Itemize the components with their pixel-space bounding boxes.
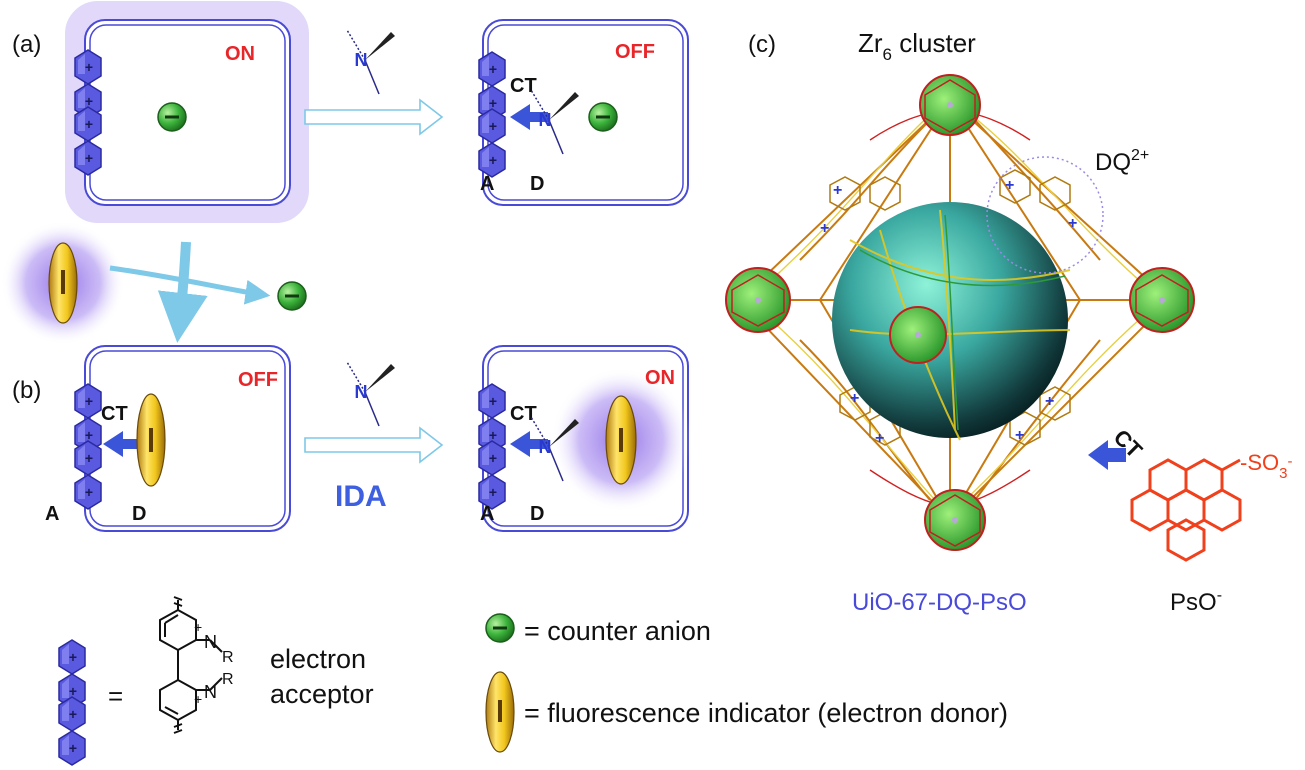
ct-label-b2: CT bbox=[510, 403, 537, 425]
legend: = + N R + N R electron acceptor = counte… bbox=[58, 596, 1008, 766]
legend-acceptor-line1: electron bbox=[270, 644, 366, 674]
panel-b-on-box: CT ON A D bbox=[478, 345, 691, 532]
ida-label: IDA bbox=[335, 480, 387, 513]
panel-a-off-box: CT OFF A D bbox=[478, 19, 689, 206]
counter-anion-icon bbox=[157, 102, 187, 132]
so3-label: -SO3- bbox=[1240, 450, 1292, 482]
legend-struct-plus-1: + bbox=[194, 619, 202, 635]
donor-letter-b2: D bbox=[530, 503, 544, 525]
svg-text:+: + bbox=[1015, 427, 1024, 444]
legend-struct-r-2: R bbox=[222, 671, 234, 688]
acceptor-letter: A bbox=[480, 173, 494, 195]
panel-b-arrow: IDA bbox=[304, 361, 444, 513]
legend-acceptor-line2: acceptor bbox=[270, 679, 374, 709]
zr6-cluster-label: Zr6 cluster bbox=[858, 28, 976, 64]
pso-label: PsO- bbox=[1170, 587, 1222, 616]
mof-name-label: UiO-67-DQ-PsO bbox=[852, 589, 1027, 616]
legend-anion-text: = counter anion bbox=[524, 616, 711, 646]
panel-a-arrow bbox=[304, 29, 444, 136]
svg-text:+: + bbox=[875, 430, 884, 447]
panel-a-label: (a) bbox=[12, 31, 41, 58]
legend-anion-icon bbox=[485, 613, 515, 643]
mof-structure: + + + + + + + + bbox=[725, 74, 1292, 616]
pso-molecule-icon bbox=[1130, 458, 1242, 562]
legend-indicator-text: = fluorescence indicator (electron donor… bbox=[524, 698, 1008, 728]
state-on-a: ON bbox=[225, 43, 255, 65]
ct-arrow bbox=[510, 104, 548, 130]
pore-sphere bbox=[832, 202, 1068, 438]
legend-struct-n-1: N bbox=[204, 632, 217, 652]
donor-letter-b: D bbox=[132, 503, 146, 525]
svg-text:+: + bbox=[1005, 177, 1014, 194]
svg-text:+: + bbox=[833, 182, 842, 199]
state-on-b: ON bbox=[645, 367, 675, 389]
acceptor-letter-b: A bbox=[45, 503, 59, 525]
ct-arrow-c bbox=[1088, 440, 1126, 470]
ct-label: CT bbox=[510, 75, 537, 97]
state-off-a: OFF bbox=[615, 41, 655, 63]
svg-text:+: + bbox=[1045, 393, 1054, 410]
indicator-transition bbox=[1, 221, 307, 345]
bipyridinium-structure-icon bbox=[159, 596, 223, 734]
state-off-b: OFF bbox=[238, 369, 278, 391]
panel-c-label: (c) bbox=[748, 31, 776, 58]
legend-struct-r-1: R bbox=[222, 649, 234, 666]
legend-struct-n-2: N bbox=[204, 682, 217, 702]
legend-struct-plus-2: + bbox=[194, 691, 202, 707]
svg-text:+: + bbox=[850, 390, 859, 407]
ct-label-b: CT bbox=[101, 403, 128, 425]
donor-letter: D bbox=[530, 173, 544, 195]
dq-label: DQ2+ bbox=[1095, 147, 1149, 176]
svg-text:+: + bbox=[820, 220, 829, 237]
panel-a-on-box: ON bbox=[65, 1, 309, 223]
zr6-cluster-icon bbox=[725, 74, 1195, 551]
svg-text:+: + bbox=[1068, 215, 1077, 232]
panel-b-off-box: CT OFF A D bbox=[45, 345, 291, 532]
legend-indicator-icon bbox=[485, 671, 515, 753]
panel-b-label: (b) bbox=[12, 377, 41, 404]
legend-equals: = bbox=[108, 681, 123, 711]
acceptor-letter-b2: A bbox=[480, 503, 494, 525]
